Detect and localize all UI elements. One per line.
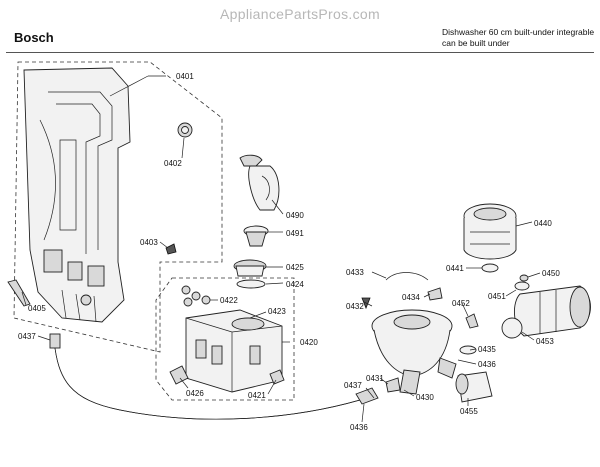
- label-0436-right[interactable]: 0436: [478, 360, 496, 369]
- seal-0441[interactable]: [481, 263, 499, 273]
- label-0455[interactable]: 0455: [460, 407, 478, 416]
- description-line-2: can be built under: [442, 38, 510, 48]
- pump-0455[interactable]: [455, 371, 493, 403]
- gasket-ring-0402[interactable]: [177, 122, 193, 138]
- label-0421[interactable]: 0421: [248, 391, 266, 400]
- label-0451[interactable]: 0451: [488, 292, 506, 301]
- label-0426[interactable]: 0426: [186, 389, 204, 398]
- connector-0431[interactable]: [385, 377, 401, 393]
- label-0402[interactable]: 0402: [164, 159, 182, 168]
- clip-0434[interactable]: [427, 287, 443, 301]
- cap-seal-0491[interactable]: [243, 225, 269, 247]
- small-seal-0450[interactable]: [519, 274, 529, 282]
- sump-group-frame: [155, 277, 295, 401]
- label-0450[interactable]: 0450: [542, 269, 560, 278]
- label-0436-bottom[interactable]: 0436: [350, 423, 368, 432]
- label-0434[interactable]: 0434: [402, 293, 420, 302]
- label-0441[interactable]: 0441: [446, 264, 464, 273]
- float-0425[interactable]: [233, 259, 267, 277]
- label-0424[interactable]: 0424: [286, 280, 304, 289]
- ring-0451[interactable]: [514, 281, 530, 291]
- watermark: AppliancePartsPros.com: [220, 6, 380, 22]
- header-divider: [6, 52, 594, 53]
- circulation-pump-0453[interactable]: [501, 285, 591, 339]
- label-0431[interactable]: 0431: [366, 374, 384, 383]
- label-0425[interactable]: 0425: [286, 263, 304, 272]
- clip-0452[interactable]: [465, 313, 479, 329]
- label-0435[interactable]: 0435: [478, 345, 496, 354]
- label-0420[interactable]: 0420: [300, 338, 318, 347]
- label-0437-left[interactable]: 0437: [18, 332, 36, 341]
- heater-pump-0440[interactable]: [463, 203, 517, 260]
- sump-housing-0420[interactable]: [185, 309, 283, 393]
- connector-0426[interactable]: [169, 365, 189, 385]
- label-0433[interactable]: 0433: [346, 268, 364, 277]
- label-0491[interactable]: 0491: [286, 229, 304, 238]
- label-0403[interactable]: 0403: [140, 238, 158, 247]
- arc-seal-0433[interactable]: [385, 272, 429, 281]
- label-0401[interactable]: 0401: [176, 72, 194, 81]
- side-panel-0401[interactable]: [23, 67, 131, 323]
- label-0440[interactable]: 0440: [534, 219, 552, 228]
- label-0452[interactable]: 0452: [452, 299, 470, 308]
- dispenser-cap-0490[interactable]: [239, 154, 280, 211]
- label-0490[interactable]: 0490: [286, 211, 304, 220]
- label-0430[interactable]: 0430: [416, 393, 434, 402]
- panel-group-frame: [13, 61, 223, 353]
- seal-0435[interactable]: [459, 345, 477, 355]
- description-line-1: Dishwasher 60 cm built-under integrable: [442, 27, 595, 37]
- brand-name: Bosch: [14, 30, 54, 45]
- label-0423[interactable]: 0423: [268, 307, 286, 316]
- clip-0403[interactable]: [165, 243, 177, 255]
- label-0405[interactable]: 0405: [28, 304, 46, 313]
- sump-pot-0430[interactable]: [371, 309, 457, 395]
- label-0432[interactable]: 0432: [346, 302, 364, 311]
- label-0422[interactable]: 0422: [220, 296, 238, 305]
- model-description: Dishwasher 60 cm built-under integrable …: [442, 27, 597, 49]
- drain-hose[interactable]: [49, 333, 379, 420]
- label-0437-right[interactable]: 0437: [344, 381, 362, 390]
- connector-0421[interactable]: [269, 369, 285, 385]
- ring-0424[interactable]: [236, 279, 266, 289]
- strip-0405[interactable]: [7, 279, 31, 307]
- small-parts-0422[interactable]: [181, 285, 211, 307]
- label-0453[interactable]: 0453: [536, 337, 554, 346]
